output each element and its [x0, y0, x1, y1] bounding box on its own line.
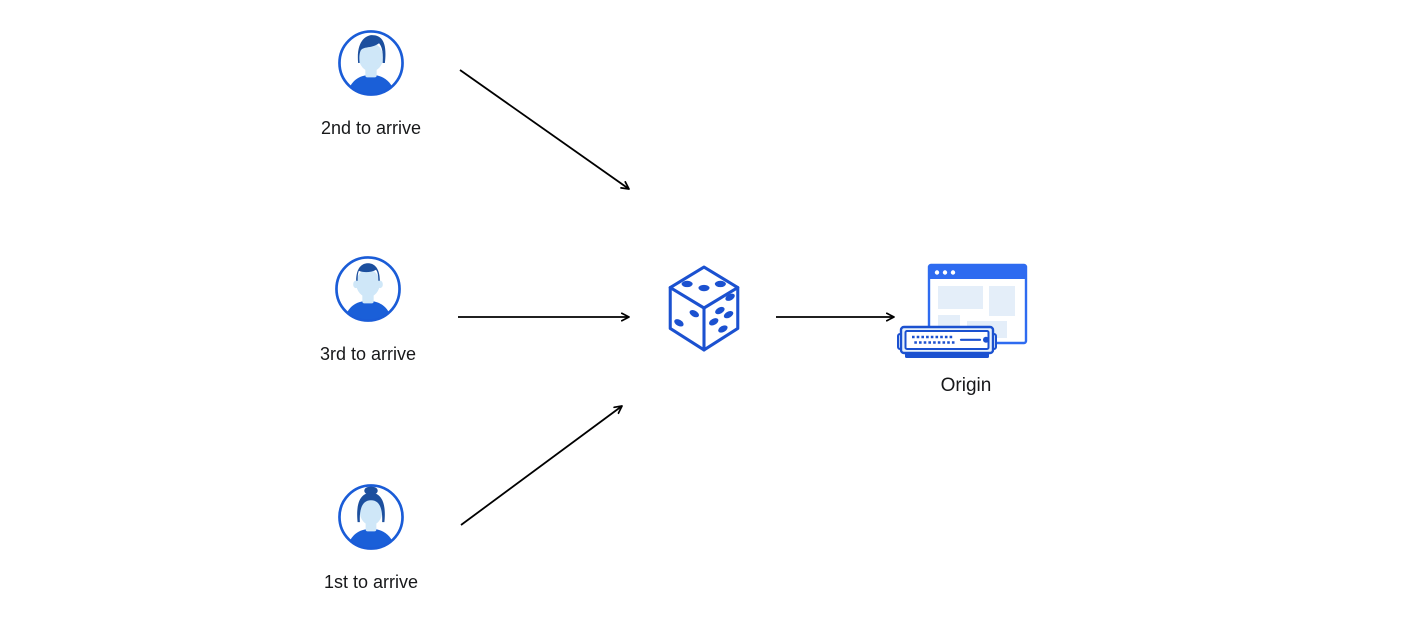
origin-node: Origin — [897, 263, 1029, 396]
arrow-client2-to-dice — [459, 69, 629, 189]
arrow-client1-to-dice — [460, 406, 622, 526]
client-node-3rd: 3rd to arrive — [320, 255, 416, 364]
client-label-2nd: 2nd to arrive — [320, 118, 422, 138]
client-label-1st: 1st to arrive — [323, 572, 419, 592]
client-node-2nd: 2nd to arrive — [321, 29, 421, 138]
dice-node — [667, 264, 741, 352]
client-node-1st: 1st to arrive — [324, 483, 418, 592]
dice-icon — [668, 265, 740, 352]
browser-window-and-server-icon — [897, 263, 1028, 358]
user-avatar-man-swept-hair-icon — [338, 30, 404, 96]
client-label-3rd: 3rd to arrive — [319, 344, 417, 364]
origin-label: Origin — [940, 375, 992, 396]
user-avatar-man-short-hair-icon — [335, 256, 401, 322]
user-avatar-woman-bun-icon — [338, 484, 404, 550]
